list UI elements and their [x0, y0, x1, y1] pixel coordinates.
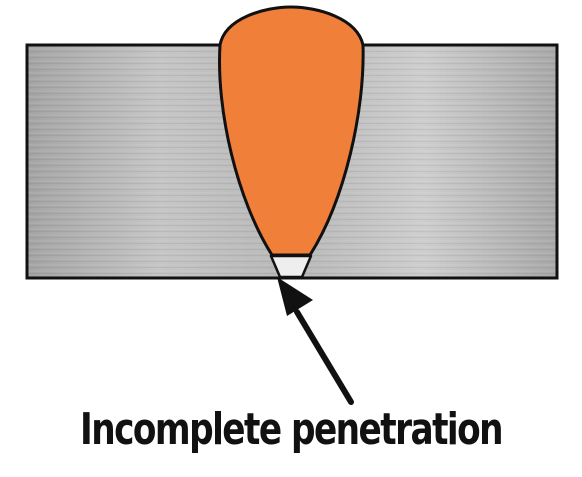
weld-bead — [218, 5, 365, 257]
unfused-root-gap — [269, 254, 313, 279]
caption-label: Incomplete penetration — [79, 404, 504, 455]
pointer-arrow — [277, 277, 354, 405]
